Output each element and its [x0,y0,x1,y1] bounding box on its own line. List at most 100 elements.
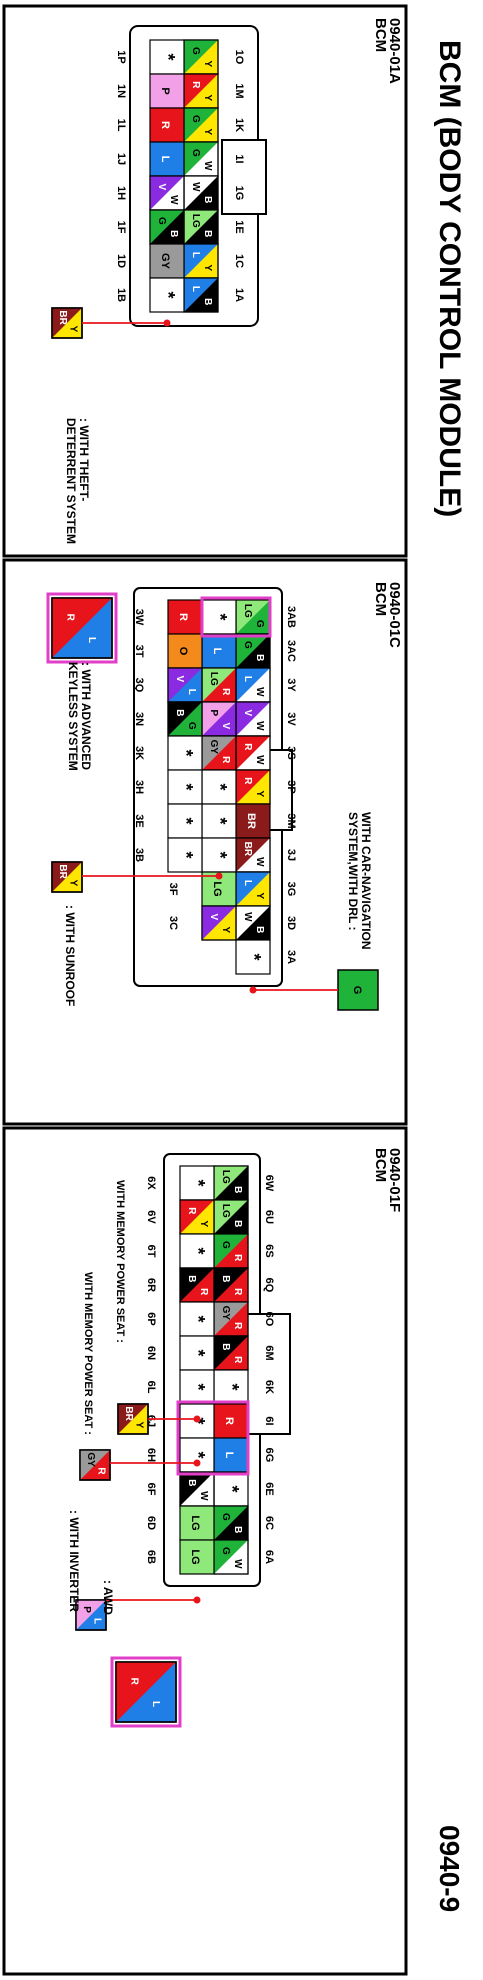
pin-fill [201,599,237,635]
pin-wire-color: * [176,749,196,756]
pin-wire-color: LG [190,214,201,228]
pin-stripe [236,600,270,634]
pin-label: 1N [115,84,127,98]
pin-label: 3V [285,712,297,726]
pin-stripe [184,176,218,210]
leader-dot [193,1415,201,1423]
pin-fill [179,1165,215,1201]
pin-label: 3D [285,916,297,930]
pin-stripe [214,1268,248,1302]
pin-cell-3h: * 3H [133,769,203,805]
pin-wire-color: * [222,1383,242,1390]
pin-wire-color: W [202,161,213,171]
pin-wire-color: R [198,1288,209,1296]
pin-stripe [214,1302,248,1336]
pin-label: 6B [145,1550,157,1564]
pin-wire-color: O [177,647,189,656]
pin-label: 1C [233,254,245,268]
pin-wire-color: P [208,710,219,717]
pin-cell-3u: PV3U [167,701,237,737]
pin-wire-color: G [186,722,197,730]
page-title: BCM (BODY CONTROL MODULE) [433,40,466,517]
pin-label: 3K [133,746,145,760]
pin-label: 6M [263,1345,275,1360]
pin-label: 6X [145,1176,157,1190]
pin-cell-6t: *6T [145,1233,215,1269]
pin-wire-color: W [254,721,265,731]
pin-label: 3J [285,849,297,861]
pin-cell-3e: *3E [133,803,203,839]
pin-label: 1H [115,186,127,200]
panel-frames [2,4,408,1976]
pin-label: 3AC [285,640,297,662]
pin-label: 3F [167,883,179,896]
pin-wire-color: * [210,783,230,790]
pin-wire-color: G [190,47,201,55]
pin-border [201,905,237,941]
pin-label: 3Y [285,678,297,692]
pin-cell-3x: LGR3X [167,667,237,703]
note-memory-seat-1: WITH MEMORY POWER SEAT : [114,1180,126,1343]
note-theft-line2: DETERRENT SYSTEM [64,418,78,544]
pin-label: 6W [263,1175,275,1192]
pin-label: 1K [233,118,245,132]
pin-fill [235,939,271,975]
pin-wire-color: BR [245,813,257,829]
pin-cell-3f: LG 3F [167,871,237,907]
pin-wire-color: R [177,613,189,621]
highlight-box [110,1656,182,1728]
pin-cell-1n: P 1N [115,73,185,109]
pin-cell-1p: * 1P [115,39,185,75]
pin-stripe [184,108,218,142]
pin-wire-color: * [188,1383,208,1390]
pin-fill [179,1233,215,1269]
pin-wire-color: * [158,53,178,60]
pin-wire-color: * [176,783,196,790]
pin-fill [149,277,185,313]
pin-wire-color: W [254,857,265,867]
pin-label: 6P [145,1312,157,1325]
pin-label: 3S [285,746,297,759]
pin-wire-color: Y [198,1220,209,1227]
pin-wire-color: L [190,252,201,258]
pin-label: 3T [133,645,145,658]
pin-stripe [236,770,270,804]
pin-label: 6A [263,1550,275,1564]
pin-wire-color: P [159,87,171,94]
pin-fill [179,1301,215,1337]
pin-fill [149,141,185,177]
panel-module: BCM [372,1148,389,1182]
pin-wire-color: * [188,1247,208,1254]
panel-code: 0940-01A [386,18,403,84]
note-sunroof: : WITH SUNROOF [63,905,77,1006]
note-car-nav-line2: SYSTEM,WITH DRL : [346,812,360,930]
pin-wire-color: B [232,1220,243,1227]
pin-label: 1P [115,50,127,63]
page-code: 0940-9 [434,1825,465,1912]
pin-fill [167,803,203,839]
pin-stripe [236,736,270,770]
pin-wire-color: GY [208,740,219,755]
pin-label: 3H [133,780,145,794]
note-swatch-drl: G [337,969,379,1011]
swatch-fill [337,969,379,1011]
pin-wire-color: W [198,1491,209,1501]
pin-wire-color: V [174,676,185,683]
pin-wire-color: LG [211,881,223,896]
pin-label: 3M [285,813,297,828]
swatch-text: G [351,986,363,995]
pin-wire-color: LG [220,1170,231,1184]
panel-frame [2,4,408,558]
pin-label: 6U [263,1210,275,1224]
pin-wire-color: R [232,1254,243,1262]
pin-wire-color: R [186,1207,197,1215]
